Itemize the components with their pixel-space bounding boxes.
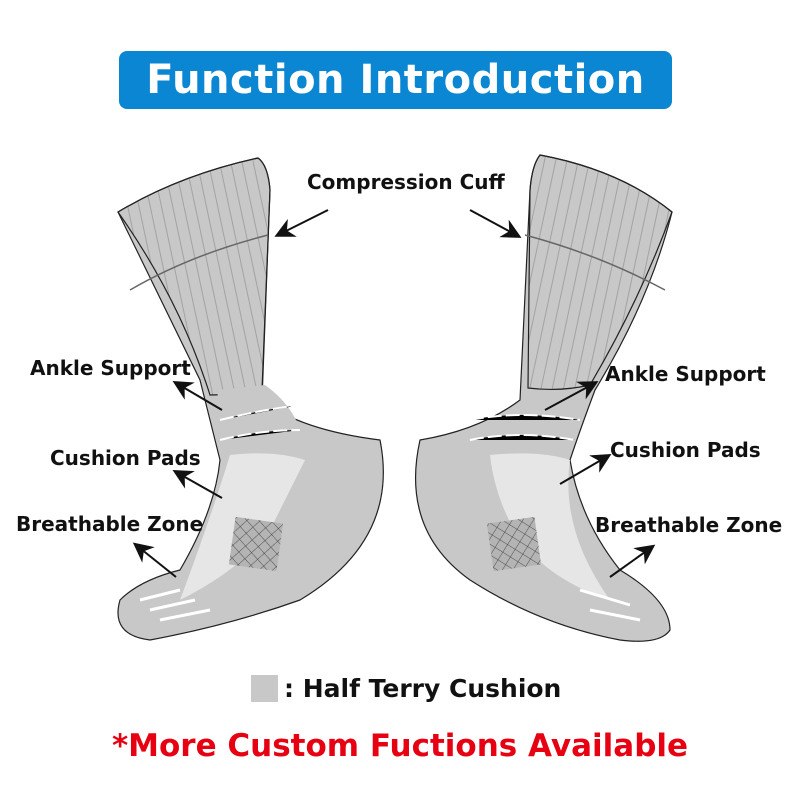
label-ankle-support-right: Ankle Support: [605, 362, 766, 386]
label-breathable-zone-left: Breathable Zone: [16, 512, 204, 536]
callout-arrows: [132, 209, 656, 578]
title-banner: Function Introduction: [119, 51, 672, 109]
label-breathable-zone-right: Breathable Zone: [595, 513, 783, 537]
label-compression-cuff: Compression Cuff: [307, 170, 505, 194]
legend-swatch: [251, 675, 278, 702]
legend: : Half Terry Cushion: [251, 674, 561, 703]
left-sock: [117, 157, 384, 641]
label-cushion-pads-right: Cushion Pads: [610, 438, 761, 462]
right-sock: [414, 154, 673, 642]
legend-text: : Half Terry Cushion: [284, 674, 562, 703]
footer-note: *More Custom Fuctions Available: [111, 728, 689, 764]
label-cushion-pads-left: Cushion Pads: [50, 446, 201, 470]
label-ankle-support-left: Ankle Support: [30, 356, 191, 380]
banner-title: Function Introduction: [146, 57, 645, 103]
